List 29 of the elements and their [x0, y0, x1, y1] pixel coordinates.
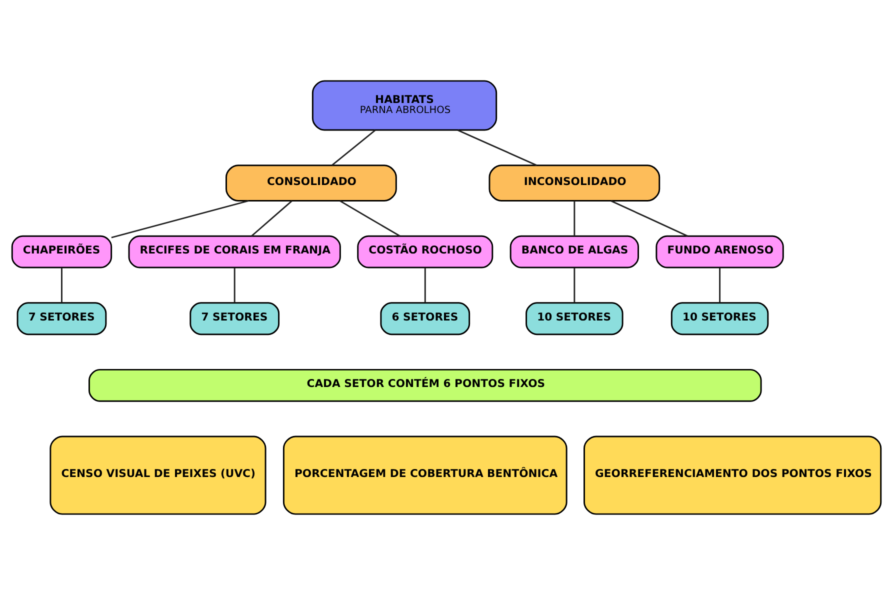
connector	[251, 200, 292, 236]
node-box: RECIFES DE CORAIS EM FRANJA	[128, 234, 341, 268]
connector	[340, 200, 400, 236]
node-box: GEORREFERENCIAMENTO DOS PONTOS FIXOS	[584, 435, 882, 514]
connector	[424, 267, 426, 302]
connector	[332, 129, 376, 166]
connector	[234, 267, 236, 302]
connector	[610, 200, 688, 236]
node-box: PORCENTAGEM DE COBERTURA BENTÔNICA	[282, 435, 568, 514]
connector	[61, 267, 62, 302]
node-box: CONSOLIDADO	[226, 164, 397, 201]
node-box: 7 SETORES	[16, 302, 107, 335]
node-box: FUNDO ARENOSO	[656, 234, 784, 268]
node-box: COSTÃO ROCHOSO	[357, 234, 494, 268]
node-box: 6 SETORES	[380, 302, 470, 335]
node-box: HABITATS PARNA ABROLHOS	[312, 80, 498, 130]
connector	[458, 129, 537, 166]
node-box: 7 SETORES	[190, 302, 280, 335]
connector	[574, 200, 576, 236]
node-box: 10 SETORES	[670, 302, 769, 335]
node-box: CHAPEIRÕES	[11, 234, 112, 268]
connector	[111, 200, 249, 238]
node-box: INCONSOLIDADO	[488, 164, 660, 201]
node-box: CENSO VISUAL DE PEIXES (UVC)	[50, 435, 266, 514]
connector	[719, 267, 721, 302]
node-box: CADA SETOR CONTÉM 6 PONTOS FIXOS	[88, 368, 762, 402]
node-box: BANCO DE ALGAS	[510, 234, 639, 268]
node-box: 10 SETORES	[526, 302, 624, 335]
connector	[574, 267, 576, 302]
